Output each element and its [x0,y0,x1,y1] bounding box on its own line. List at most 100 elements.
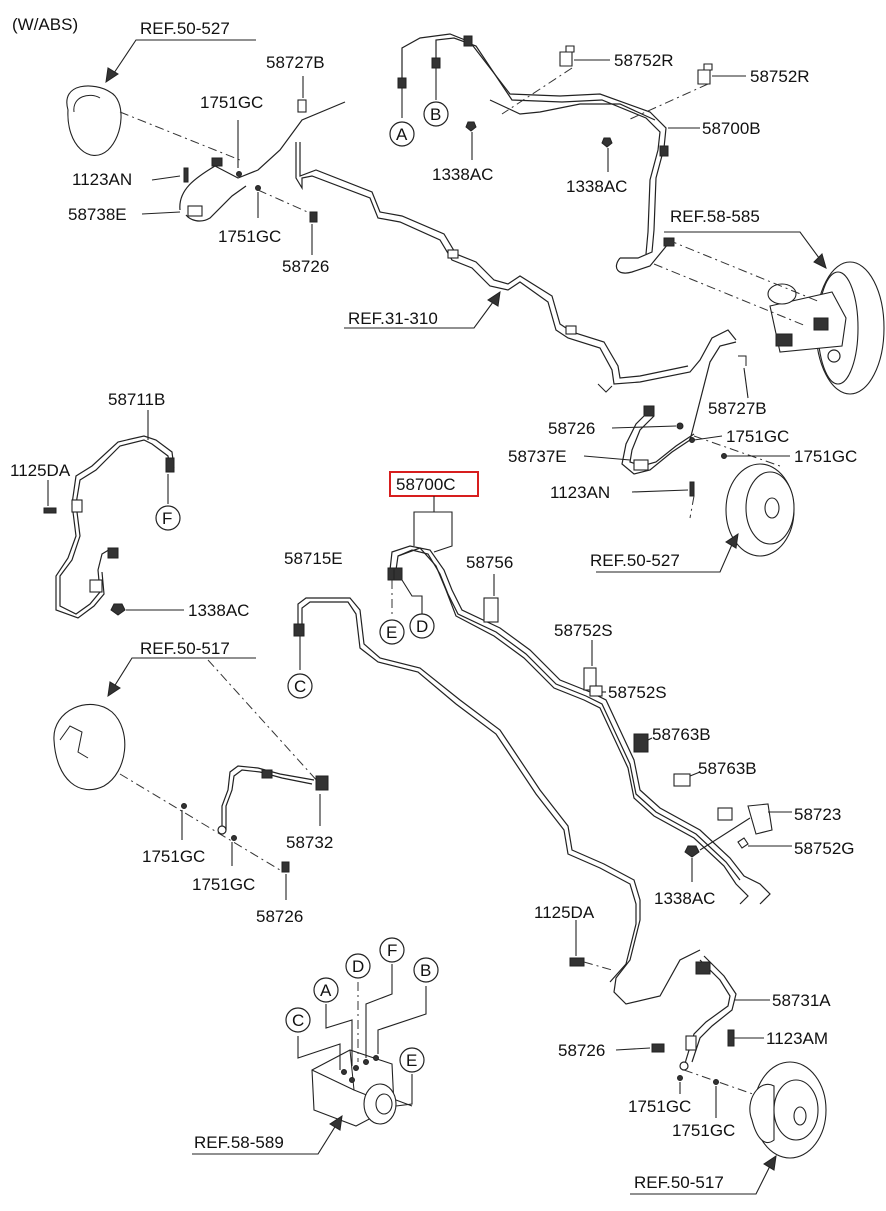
leader-58763B-b [689,771,701,777]
hose-fr-upper [689,341,737,441]
centerline-mc [653,263,807,327]
brake-disc-rr-center [793,1106,807,1126]
abs-port-1 [341,1069,347,1075]
hose-58738E-b [185,185,247,222]
leader-58763B-a [647,737,653,741]
mc-port-c [827,349,841,363]
ref-arrow-50-517-br [630,1161,773,1195]
fitting-fr [643,405,655,417]
abs-motor-inner [375,1093,393,1115]
pipe-58711B-b [55,435,175,619]
fitting-58731A [695,961,711,975]
label-58711B: 58711B [108,390,165,409]
banjo-58732 [217,825,227,835]
label-1751GC-d: 1751GC [794,447,857,466]
brake-line-31-310-b [299,142,689,379]
connector-B-top [423,101,449,127]
arrowhead [763,1154,777,1171]
connector-C-abs-label: C [292,1011,304,1030]
fitting-top [463,35,473,47]
connector-F-abs-label: F [387,941,397,960]
abs-port-3 [363,1059,369,1065]
fitting-A [397,77,407,89]
banjo-58731A [679,1061,689,1071]
ref-arrow-50-517-left [111,657,256,691]
clip-58727B-top [297,99,307,113]
centerline-fr [693,435,781,467]
arrowhead [107,681,121,698]
front-right-brake-group: 58727B 58726 58737E 1751GC 1751GC 1123AN… [508,341,857,573]
label-1751GC-b: 1751GC [218,227,281,246]
label-58715E: 58715E [284,549,343,568]
hose-58732-b [225,769,313,830]
leader-1123AN-right [631,489,689,493]
connector-B-abs-label: B [420,961,431,980]
clip-c [597,383,613,393]
label-58700B: 58700B [702,119,761,138]
long-brake-line-group: REF.31-310 [295,142,737,393]
bolt-58726-right [676,422,684,430]
label-58752S-b: 58752S [608,683,667,702]
leader-C-abs [297,1036,341,1070]
fitting-B [431,57,441,69]
nut-1338AC-b [601,137,613,148]
abs-module-group: C A D F B E REF.58-589 [192,937,439,1155]
ref-arrow-31-310 [344,297,497,329]
pipe-58700B-loop [615,243,669,274]
washer-1751GC-g [677,1075,683,1081]
arrowhead [329,1114,343,1131]
label-ref-50-517-left: REF.50-517 [140,639,230,658]
clip-b [565,325,577,335]
connector-F-left-label: F [162,509,172,528]
bracket-58731A [685,1035,697,1051]
centerline-r-a [501,67,573,115]
leader-58726-br [615,1047,651,1051]
connector-F-left [155,505,181,531]
label-ref-58-585: REF.58-585 [670,207,760,226]
clip-58763B-a [633,733,649,753]
label-58732: 58732 [286,833,333,852]
center-lines-group: 58700C E D C 58715E 58756 58752S 58752S [284,471,855,1005]
brake-disc-fr-center [764,497,780,519]
label-58763B-a: 58763B [652,725,711,744]
leader-58726-right [611,425,677,429]
clip-58752S-b [589,685,603,697]
abs-port-5 [349,1077,355,1083]
brake-shield-rr [749,1083,775,1144]
label-58727B-top: 58727B [266,53,325,72]
leader-F-abs [365,964,393,1058]
line-58700C-c [397,547,749,905]
bracket-58711B [89,579,103,593]
bolt-58726-top [309,211,318,223]
bracket-fl [187,205,203,217]
centerline-bolt [257,189,313,215]
line-58715E-a [297,597,701,1005]
fitting-D [393,567,403,581]
washer-1751GC-h [713,1079,719,1085]
connector-D-mid [409,613,435,639]
connector-E-abs [399,1047,425,1073]
label-1125DA-left: 1125DA [10,461,71,480]
fitting-fl [211,157,223,167]
centerline-mc-b [667,239,821,303]
shield-detail [73,94,101,113]
connector-A-top [389,121,415,147]
label-58723: 58723 [794,805,841,824]
leader-58737E [583,455,631,461]
label-58726-right: 58726 [548,419,595,438]
pipe-58711B-group: F 58711B 1125DA 1338AC [10,390,249,620]
clip-58763B-b [673,773,691,787]
label-58752S-a: 58752S [554,621,613,640]
centerline-r-b [627,83,709,121]
abs-port-2 [353,1065,359,1071]
arrowhead [813,253,827,269]
washer-1751GC-b [255,185,261,191]
washer-1751GC-a [236,171,242,177]
label-ref-31-310: REF.31-310 [348,309,438,328]
variant-label: (W/ABS) [12,15,78,34]
bracket-fr [633,459,649,471]
connector-F-abs [379,937,405,963]
hose-58737E-b [629,415,695,467]
line-58700C-b [395,549,741,881]
